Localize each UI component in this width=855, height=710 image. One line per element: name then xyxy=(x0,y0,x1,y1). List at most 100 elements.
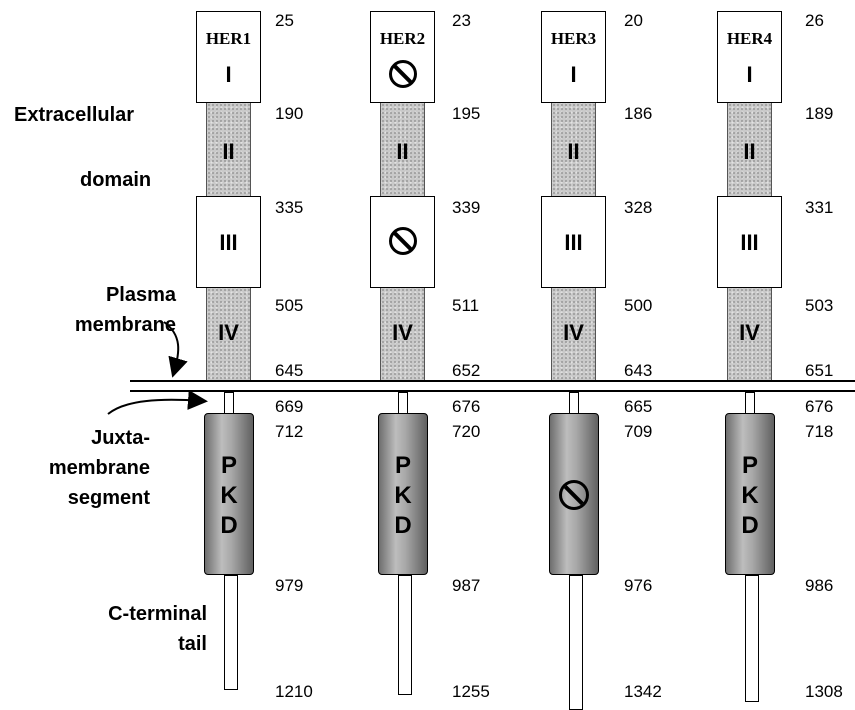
juxta-arrow xyxy=(107,390,208,415)
her1-position-6: 669 xyxy=(275,397,304,416)
domain-iii-label: III xyxy=(564,230,583,255)
her2-position-6: 676 xyxy=(452,397,481,416)
her2-position-5: 652 xyxy=(452,361,481,380)
domain-ii-label: II xyxy=(396,139,409,164)
segment-label: segment xyxy=(67,487,150,509)
domain-iii-box: III xyxy=(541,196,606,288)
her4-position-5: 651 xyxy=(805,361,834,380)
her2-position-9: 1255 xyxy=(452,682,490,701)
her4-position-1: 26 xyxy=(805,11,824,30)
domain-iii-box xyxy=(370,196,435,288)
domain-ii-label: II xyxy=(743,139,756,164)
domain-iv-label: IV xyxy=(392,320,413,345)
domain-ii-label: II xyxy=(567,139,580,164)
juxtamembrane-stem xyxy=(224,392,234,414)
her4-position-8: 986 xyxy=(805,576,834,595)
domain-ii-block: II xyxy=(206,103,251,196)
kinase-letter-p: P xyxy=(220,452,237,479)
kinase-letter-d: D xyxy=(741,512,759,539)
kinase-domain: P K D xyxy=(725,413,775,575)
kinase-letter-d: D xyxy=(394,512,412,539)
juxtamembrane-stem xyxy=(745,392,755,414)
her3-position-7: 709 xyxy=(624,422,653,441)
her1-position-9: 1210 xyxy=(275,682,313,701)
c-terminal-tail xyxy=(398,575,412,695)
her2-position-7: 720 xyxy=(452,422,481,441)
domain-i-box: HER1 I xyxy=(196,11,261,103)
domain-i-box: HER4 I xyxy=(717,11,782,103)
her1-position-3: 335 xyxy=(275,198,304,217)
her4-position-4: 503 xyxy=(805,296,834,315)
kinase-letter-k: K xyxy=(741,482,759,509)
her1-position-4: 505 xyxy=(275,296,304,315)
domain-iv-block: IV xyxy=(727,288,772,380)
receptor-name: HER3 xyxy=(550,29,597,48)
kinase-letter-p: P xyxy=(394,452,411,479)
domain-ii-block: II xyxy=(727,103,772,196)
receptor-name: HER4 xyxy=(726,29,773,48)
domain-i-box: HER3 I xyxy=(541,11,606,103)
her1-position-2: 190 xyxy=(275,104,304,123)
her3-position-5: 643 xyxy=(624,361,653,380)
domain-iv-block: IV xyxy=(206,288,251,380)
her3-position-3: 328 xyxy=(624,198,653,217)
domain-ii-block: II xyxy=(380,103,425,196)
her1-position-8: 979 xyxy=(275,576,304,595)
plasma-label: Plasma xyxy=(105,284,176,306)
domain-i-label: I xyxy=(570,62,577,87)
domain-iv-label: IV xyxy=(739,320,760,345)
juxtamembrane-stem xyxy=(569,392,579,414)
her2-position-8: 987 xyxy=(452,576,481,595)
her2-position-2: 195 xyxy=(452,104,481,123)
kinase-letter-p: P xyxy=(741,452,758,479)
receptor-her4: HER4 I II III IV P K D xyxy=(717,0,837,704)
c-terminal-tail xyxy=(745,575,759,702)
prohibited-icon xyxy=(389,60,417,88)
her2-position-3: 339 xyxy=(452,198,481,217)
juxta-membrane-label: membrane xyxy=(48,457,150,479)
receptor-her2: HER2 II IV P K D xyxy=(370,0,490,704)
her4-position-3: 331 xyxy=(805,198,834,217)
extracellular-label: Extracellular xyxy=(14,104,135,126)
domain-iii-label: III xyxy=(740,230,759,255)
receptor-name: HER2 xyxy=(379,29,426,48)
domain-iv-block: IV xyxy=(380,288,425,380)
domain-i-label: I xyxy=(746,62,753,87)
her4-position-7: 718 xyxy=(805,422,834,441)
domain-ii-block: II xyxy=(551,103,596,196)
kinase-domain: P K D xyxy=(378,413,428,575)
membrane-label: membrane xyxy=(74,314,176,336)
her1-position-1: 25 xyxy=(275,11,294,30)
domain-iv-label: IV xyxy=(563,320,584,345)
kinase-letter-k: K xyxy=(220,482,238,509)
prohibited-icon xyxy=(389,227,417,255)
prohibited-icon xyxy=(559,480,589,510)
her1-position-7: 712 xyxy=(275,422,304,441)
her3-position-1: 20 xyxy=(624,11,643,30)
her3-position-8: 976 xyxy=(624,576,653,595)
her4-position-6: 676 xyxy=(805,397,834,416)
her3-position-2: 186 xyxy=(624,104,653,123)
her4-position-9: 1308 xyxy=(805,682,843,701)
her3-position-4: 500 xyxy=(624,296,653,315)
her1-position-5: 645 xyxy=(275,361,304,380)
kinase-domain xyxy=(549,413,599,575)
kinase-letter-k: K xyxy=(394,482,412,509)
domain-iii-box: III xyxy=(196,196,261,288)
her3-position-9: 1342 xyxy=(624,682,662,701)
tail-label: tail xyxy=(178,633,207,655)
kinase-domain: P K D xyxy=(204,413,254,575)
domain-ii-label: II xyxy=(222,139,235,164)
receptor-her1: HER1 I II III IV P K D xyxy=(196,0,316,704)
plasma-membrane-bottom-line xyxy=(130,390,855,392)
receptor-name: HER1 xyxy=(205,29,252,48)
domain-i-label: I xyxy=(225,62,232,87)
domain-i-box: HER2 xyxy=(370,11,435,103)
c-terminal-label: C-terminal xyxy=(108,603,207,625)
receptor-her3: HER3 I II III IV xyxy=(541,0,661,710)
her3-position-6: 665 xyxy=(624,397,653,416)
domain-iii-label: III xyxy=(219,230,238,255)
domain-iv-label: IV xyxy=(218,320,239,345)
plasma-membrane-top-line xyxy=(130,380,855,382)
